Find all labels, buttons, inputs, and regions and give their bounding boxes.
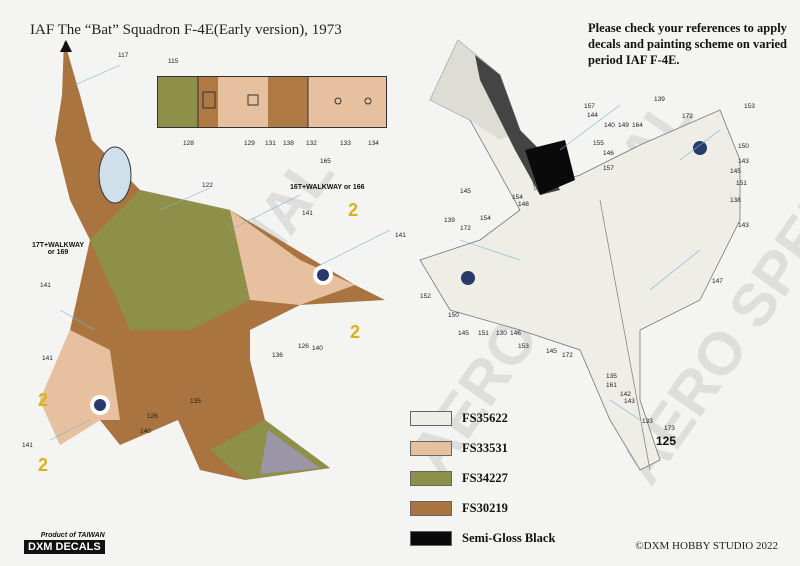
callout-135r: 135 [606, 373, 617, 380]
walkway-left: 17T+WALKWAY or 169 [31, 242, 85, 256]
swatch-fs34227 [410, 470, 452, 486]
callout-129: 129 [244, 140, 255, 147]
callout-140r: 140 [604, 122, 615, 129]
callout-154b: 154 [480, 215, 491, 222]
callout-138: 138 [283, 140, 294, 147]
callout-150a: 150 [738, 143, 749, 150]
callout-141e: 141 [40, 282, 51, 289]
callout-142: 142 [620, 391, 631, 398]
callout-132: 132 [306, 140, 317, 147]
upper-view-aircraft [40, 40, 385, 480]
decal-number-2d: 2 [38, 455, 49, 475]
legend-row: FS30219 [410, 493, 555, 523]
callout-140b: 140 [140, 428, 151, 435]
reference-note: Please check your references to apply de… [588, 21, 787, 67]
legend-label-semi-gloss-black: Semi-Gloss Black [462, 530, 556, 545]
legend-label-fs34227: FS34227 [462, 470, 508, 485]
legend-label-fs33531: FS33531 [462, 440, 508, 455]
callout-143b: 143 [738, 222, 749, 229]
walkway-top: 16T+WALKWAY or 166 [290, 184, 365, 191]
brand-name: DXM DECALS [24, 540, 105, 554]
callout-141b: 141 [395, 232, 406, 239]
callout-164: 164 [632, 122, 643, 129]
callout-148: 148 [518, 201, 529, 208]
callout-126b: 126 [147, 413, 158, 420]
callout-157a: 157 [584, 103, 595, 110]
swatch-semi-gloss-black [410, 530, 452, 546]
callout-117: 117 [118, 52, 129, 59]
brand-logo: Product of TAIWAN DXM DECALS [24, 532, 105, 554]
callout-145a: 145 [730, 168, 741, 175]
legend-label-fs35622: FS35622 [462, 410, 508, 425]
callout-140a: 140 [312, 345, 323, 352]
callout-150b: 150 [448, 312, 459, 319]
callout-143c: 143 [624, 398, 635, 405]
decal-number-2a: 2 [348, 200, 359, 220]
callout-172c: 172 [562, 352, 573, 359]
callout-147: 147 [712, 278, 723, 285]
color-legend: FS35622 FS33531 FS34227 FS30219 Semi-Glo… [410, 403, 555, 553]
callout-133: 133 [340, 140, 351, 147]
callout-115: 115 [168, 58, 179, 65]
decal-number-2c: 2 [38, 390, 49, 410]
spine-detail-panel [157, 76, 387, 128]
legend-row: FS34227 [410, 463, 555, 493]
callout-157b: 157 [603, 165, 614, 172]
callout-154a: 154 [512, 194, 523, 201]
legend-row: Semi-Gloss Black [410, 523, 555, 553]
callout-149: 149 [618, 122, 629, 129]
callout-131: 131 [265, 140, 276, 147]
callout-141c: 141 [42, 355, 53, 362]
lower-view-aircraft [419, 39, 741, 471]
legend-label-fs30219: FS30219 [462, 500, 508, 515]
callout-134: 134 [368, 140, 379, 147]
decal-number-2b: 2 [350, 322, 361, 342]
callout-145b: 145 [460, 188, 471, 195]
callout-151b: 151 [478, 330, 489, 337]
callout-145d: 145 [546, 348, 557, 355]
callout-lines [49, 64, 721, 441]
spine-detail-svg [158, 77, 386, 127]
callout-172a: 172 [682, 113, 693, 120]
callout-153b: 153 [518, 343, 529, 350]
callout-155: 155 [593, 140, 604, 147]
callout-146a: 146 [603, 150, 614, 157]
callout-141a: 141 [302, 210, 313, 217]
swatch-fs35622 [410, 410, 452, 426]
callout-146b: 146 [510, 330, 521, 337]
callout-161: 161 [606, 382, 617, 389]
callout-130: 130 [496, 330, 507, 337]
callout-153a: 153 [744, 103, 755, 110]
legend-row: FS33531 [410, 433, 555, 463]
legend-row: FS35622 [410, 403, 555, 433]
callout-139a: 139 [654, 96, 665, 103]
tail-number: 125 [656, 434, 677, 448]
callout-152: 152 [420, 293, 431, 300]
callout-172b: 172 [460, 225, 471, 232]
callout-139b: 139 [444, 217, 455, 224]
brand-made-in: Product of TAIWAN [40, 532, 105, 539]
callout-135: 135 [190, 398, 201, 405]
callout-141d: 141 [22, 442, 33, 449]
swatch-fs33531 [410, 440, 452, 456]
callout-138r: 138 [730, 197, 741, 204]
callout-126a: 126 [298, 343, 309, 350]
callout-133r: 133 [642, 418, 653, 425]
callout-144a: 144 [587, 112, 598, 119]
callout-165: 165 [320, 158, 331, 165]
swatch-fs30219 [410, 500, 452, 516]
sheet-title: IAF The “Bat” Squadron F-4E(Early versio… [30, 22, 342, 38]
callout-136a: 136 [272, 352, 283, 359]
copyright: ©DXM HOBBY STUDIO 2022 [635, 540, 778, 552]
callout-145c: 145 [458, 330, 469, 337]
callout-143a: 143 [738, 158, 749, 165]
callout-151a: 151 [736, 180, 747, 187]
callout-128: 128 [183, 140, 194, 147]
callout-122: 122 [202, 182, 213, 189]
callout-173: 173 [664, 425, 675, 432]
